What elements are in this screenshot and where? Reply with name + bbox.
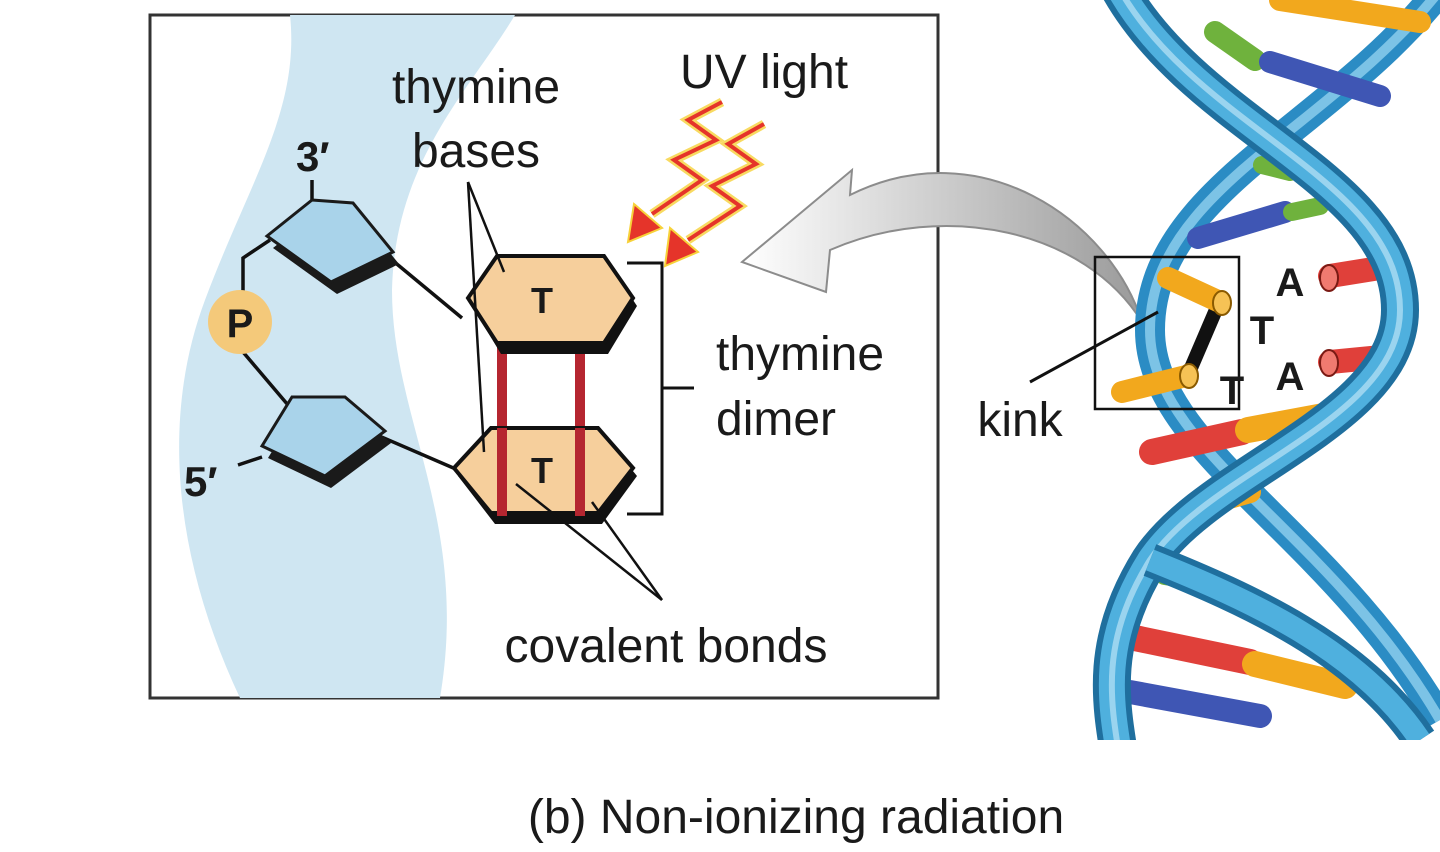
thymine-base-upper: T (465, 254, 637, 354)
helix-strand-back-highlight (1144, 0, 1440, 723)
five-prime-label: 5′ (184, 458, 217, 505)
thymine-upper-letter: T (531, 280, 553, 321)
thymine-bases-pointer (466, 181, 506, 453)
thymine-dimer-label-line2: dimer (716, 393, 836, 446)
thymine-lower-letter: T (531, 450, 553, 491)
helix-strand-lower-fill (1145, 549, 1430, 740)
kink-detail (1111, 264, 1339, 403)
helix-t-lower: T (1220, 369, 1244, 413)
sugar-lower (259, 395, 391, 488)
phosphate-label: P (227, 302, 254, 346)
thymine-bases-label-line1: thymine (392, 61, 560, 114)
inset-panel: P 3′ 5′ T T (148, 13, 940, 700)
uv-light-label: UV light (680, 46, 848, 99)
dimer-link (1181, 302, 1225, 378)
adenine-upper-end (1319, 264, 1339, 292)
sugar-upper (264, 198, 399, 294)
uv-light-arrows (626, 98, 767, 268)
adenine-lower-end (1319, 349, 1339, 377)
thymine-dimer-label-line1: thymine (716, 328, 884, 381)
helix-a-upper: A (1276, 261, 1305, 305)
covalent-bonds-pointer (515, 483, 664, 601)
figure-caption: (b) Non-ionizing radiation (528, 791, 1064, 844)
kinked-thymine-upper (1157, 267, 1231, 313)
zoom-arrow (740, 167, 1143, 323)
zoom-box (1093, 255, 1241, 411)
helix-strand-front-highlight (1108, 0, 1404, 740)
phosphate-group: P (208, 290, 272, 354)
three-prime-label: 3′ (296, 133, 329, 180)
kink-label: kink (977, 394, 1063, 447)
kinked-thymine-lower (1111, 365, 1197, 403)
kinked-thymine-lower-end (1179, 363, 1199, 389)
kinked-thymine-upper-end (1212, 290, 1232, 316)
covalent-bonds-label: covalent bonds (505, 620, 828, 673)
helix-t-upper: T (1250, 309, 1274, 353)
thymine-bases-label-line2: bases (412, 125, 540, 178)
backbone-band (179, 15, 515, 698)
helix-a-lower: A (1276, 355, 1305, 399)
dna-helix (1092, 0, 1440, 740)
kink-pointer (1029, 310, 1159, 384)
